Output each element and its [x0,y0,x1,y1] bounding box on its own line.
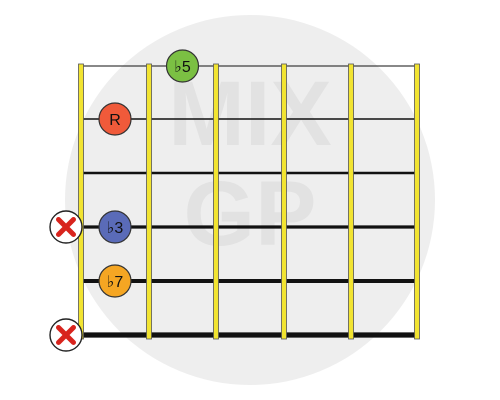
fret-3 [281,63,287,340]
fret-1 [146,63,152,340]
watermark-disc [65,15,435,385]
watermark-line2: GP [184,163,317,265]
strings [80,65,418,338]
fret-5 [414,63,420,340]
watermark-line1: MIX [168,63,332,165]
note-label: ♭5 [174,59,191,76]
fret-4 [348,63,354,340]
note-dot: ♭5 [165,49,200,83]
note-label: R [109,112,121,129]
note-dot: R [98,102,132,136]
note-dots: ♭5R ♭3 ♭7 [98,49,200,298]
note-dot: ♭3 [98,210,132,244]
nut [78,63,84,340]
note-label: ♭3 [107,220,124,237]
close-icon [49,318,83,352]
note-label: ♭7 [107,274,124,291]
watermark: MIX GP [65,15,435,385]
note-dot: ♭7 [98,264,132,298]
fret-2 [213,63,219,340]
muted-string-markers [49,210,83,352]
close-icon [49,210,83,244]
frets [78,63,420,340]
